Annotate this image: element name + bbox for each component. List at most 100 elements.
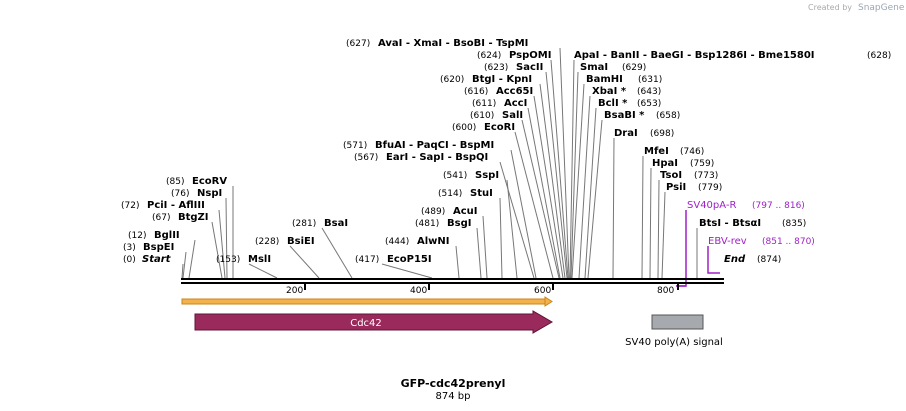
leader-line [533,95,564,279]
end-position: (874) [757,255,781,265]
enzyme-label: BsaBI * [604,110,645,121]
enzyme-position: (67) [152,213,170,223]
enzyme-label: BfuAI - PaqCI - BspMI [375,140,494,151]
enzyme-position: (0) [123,255,136,265]
leader-line [521,119,560,279]
enzyme-position: (489) [421,207,445,217]
primer-name: EBV-rev [708,236,747,247]
enzyme-position: (76) [171,189,189,199]
leader-line [510,149,537,279]
leader-line [482,215,488,279]
enzyme-label: StuI [470,188,493,199]
enzyme-position: (653) [637,99,661,109]
enzyme-label: TsoI [660,170,682,181]
enzyme-label: EcoRV [192,176,227,187]
start-label: Start [142,254,172,265]
enzyme-position: (610) [470,111,494,121]
enzyme-position: (643) [637,87,661,97]
feature-label: Cdc42 [350,318,382,329]
leader-line [587,119,603,279]
leader-line [381,263,433,279]
enzyme-label: NspI [197,188,222,199]
leader-line [476,227,482,279]
enzyme-position: (228) [255,237,279,247]
leader-line [527,107,561,279]
enzyme-leader-lines [181,47,698,279]
leader-line [612,137,615,279]
enzyme-label: AlwNI [417,236,450,247]
enzyme-label: PciI - AflIII [147,200,205,211]
enzyme-position: (835) [782,219,806,229]
leader-line [321,227,353,279]
enzyme-label: EcoP15I [387,254,432,265]
sequence-length: 874 bp [436,391,471,402]
enzyme-position: (616) [464,87,488,97]
feature-label: SV40 poly(A) signal [625,337,723,348]
orange-feature-arrow [181,296,553,307]
leader-line [539,83,566,279]
enzyme-position: (620) [440,75,464,85]
feature-sv40-polya: SV40 poly(A) signal [625,314,723,348]
leader-line [545,71,568,279]
tick-label: 600 [534,286,551,296]
enzyme-position: (12) [128,231,146,241]
enzyme-label: EarI - SapI - BspQI [386,152,488,163]
enzyme-position: (611) [472,99,496,109]
leader-line [578,95,591,279]
enzyme-position: (624) [477,51,501,61]
feature-cdc42: Cdc42 [194,310,553,334]
enzyme-position: (627) [346,39,370,49]
enzyme-position: (629) [622,63,646,73]
snapgene-logo-text: SnapGene [858,3,905,13]
enzyme-position: (72) [121,201,139,211]
enzyme-label: MslI [248,254,271,265]
leader-line [211,221,223,279]
leader-line [225,197,228,279]
credit-prefix: Created by [808,3,852,12]
leader-line [218,209,226,279]
enzyme-position: (444) [385,237,409,247]
primer-name: SV40pA-R [687,200,736,211]
enzyme-label: PspOMI [509,50,551,61]
enzyme-label: PsiI [666,182,686,193]
enzyme-label: XbaI * [592,86,627,97]
leader-line [499,161,535,279]
enzyme-label: BsgI [447,218,471,229]
leader-line [661,191,666,279]
leader-line [455,245,460,279]
enzyme-label: SacII [516,62,543,73]
enzyme-label: DraI [614,128,638,139]
enzyme-label: BglII [154,230,180,241]
enzyme-position: (571) [343,141,367,151]
enzyme-label: BspEI [143,242,174,253]
enzyme-position: (759) [690,159,714,169]
leader-line [506,179,518,279]
leader-line [514,131,554,279]
leader-line [248,263,278,279]
enzyme-labels: (0) Start (3) BspEI (12) BglII (67) BtgZ… [121,38,891,265]
leader-line [182,251,187,279]
enzyme-position: (746) [680,147,704,157]
leader-line [649,167,652,279]
enzyme-position: (631) [638,75,662,85]
enzyme-label: BtgZI [178,212,209,223]
enzyme-position: (3) [123,243,136,253]
enzyme-label: BsaI [324,218,348,229]
primer-range: (797 .. 816) [752,201,805,211]
enzyme-position: (698) [650,129,674,139]
leader-line [569,59,575,279]
enzyme-position: (541) [443,171,467,181]
enzyme-label: ApaI - BanII - BaeGI - Bsp1286I - Bme158… [574,50,815,61]
enzyme-label: MfeI [644,146,669,157]
end-label: End [724,254,746,265]
leader-line [188,239,196,279]
primer-range: (851 .. 870) [762,237,815,247]
leader-line [571,83,585,279]
enzyme-position: (779) [698,183,722,193]
leader-line [499,197,503,279]
leader-line [550,59,569,279]
enzyme-label: BclI * [598,98,628,109]
enzyme-position: (514) [438,189,462,199]
enzyme-label: AccI [504,98,527,109]
leader-line [570,71,579,279]
